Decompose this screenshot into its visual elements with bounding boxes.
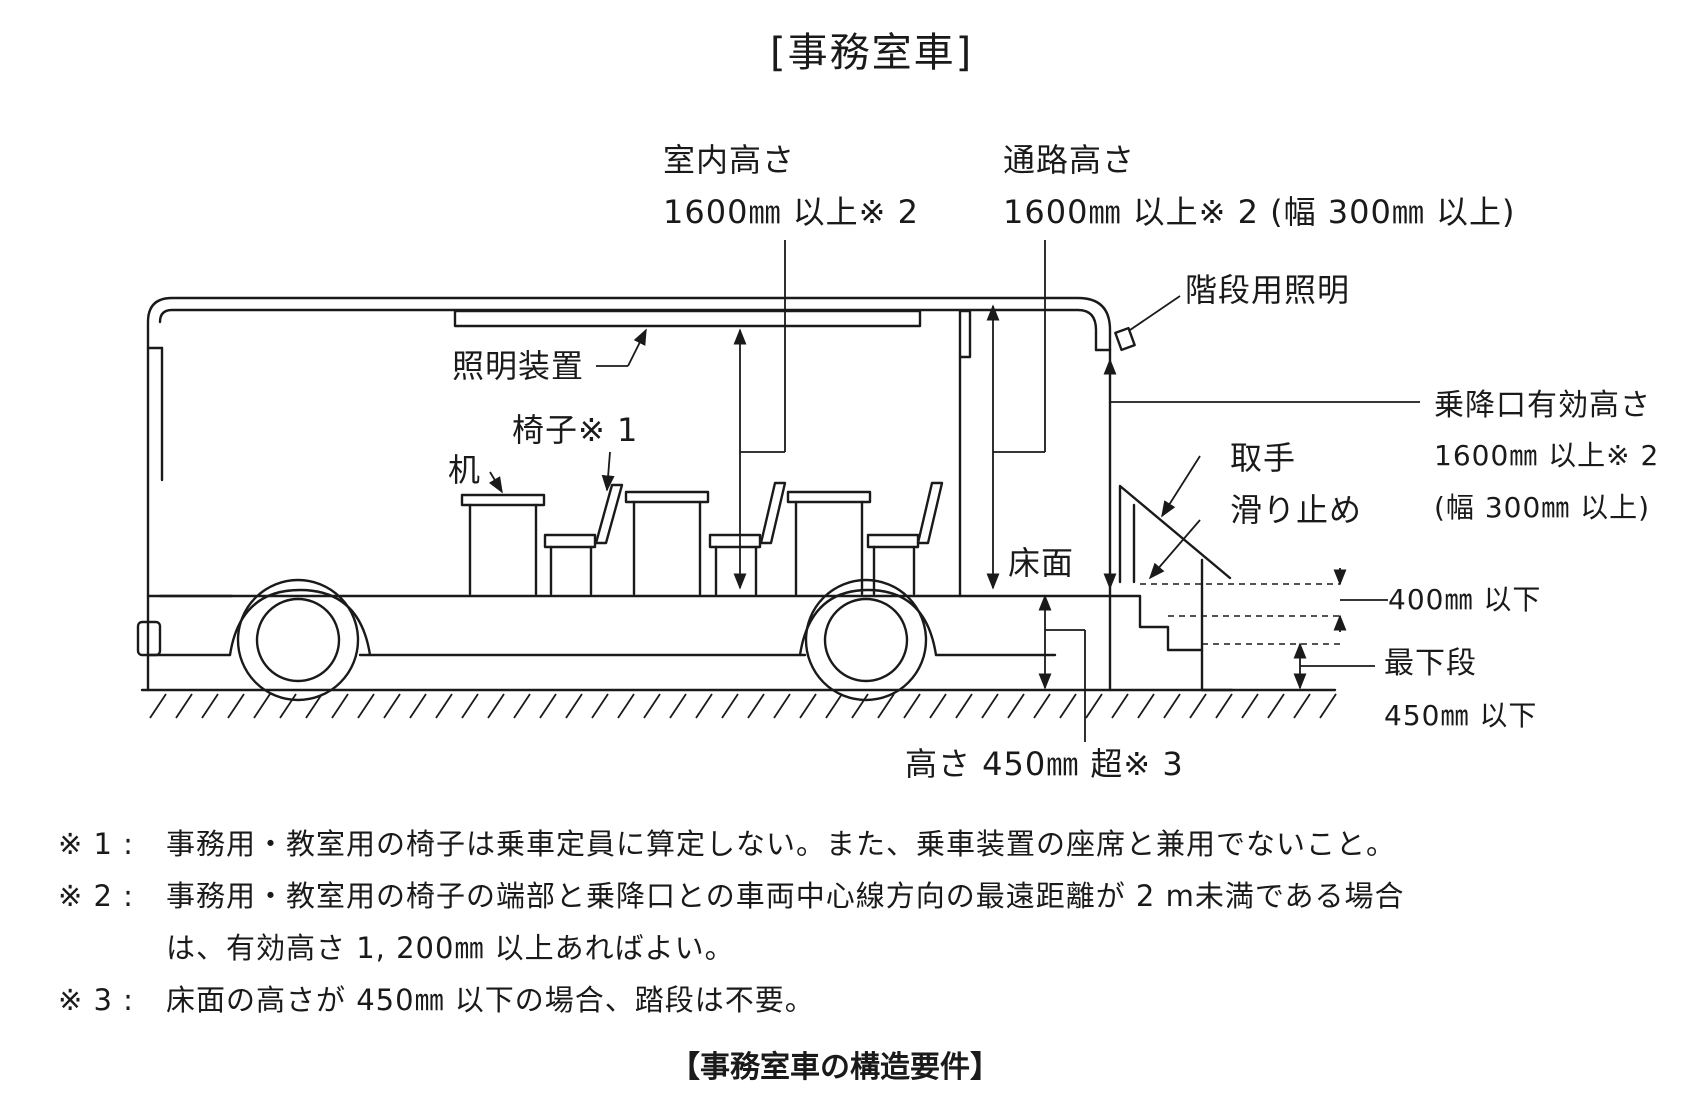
ground-hatch-line	[227, 693, 245, 719]
chair-label: 椅子※ 1	[512, 411, 639, 449]
floor-height-arrow	[1038, 594, 1086, 742]
note-1-mark: ※ 1 :	[58, 827, 134, 861]
ground-hatch-line	[383, 693, 401, 719]
ground-hatch-line	[331, 693, 349, 719]
ground-hatch-line	[1085, 693, 1103, 719]
lighting-device-label: 照明装置	[452, 347, 585, 385]
entrance-width-value: (幅 300㎜ 以上)	[1434, 491, 1651, 524]
ground-hatch-line	[799, 693, 817, 719]
note-3-text: 床面の高さが 450㎜ 以下の場合、踏段は不要。	[166, 983, 815, 1017]
ground-hatch-line	[851, 693, 869, 719]
ground-hatch-line	[773, 693, 791, 719]
ground-hatch-line	[357, 693, 375, 719]
entrance-height-title: 乗降口有効高さ	[1434, 388, 1651, 423]
ground-hatch-line	[955, 693, 973, 719]
interior-height-value: 1600㎜ 以上※ 2	[663, 193, 919, 231]
ground-hatch-line	[1267, 693, 1285, 719]
ground-hatch-line	[461, 693, 479, 719]
ground	[140, 688, 1337, 719]
desk-label: 机	[448, 451, 482, 489]
ground-hatch-line	[1111, 693, 1129, 719]
note-1-text: 事務用・教室用の椅子は乗車定員に算定しない。また、乗車装置の座席と兼用でないこと…	[166, 827, 1397, 861]
front-wheel	[798, 578, 1057, 702]
ground-hatch-line	[305, 693, 323, 719]
note-2-mark: ※ 2 :	[58, 879, 134, 913]
handrail-label: 取手	[1230, 439, 1297, 477]
ground-hatch-line	[1189, 693, 1207, 719]
ground-hatch-line	[721, 693, 739, 719]
lowest-step-arrow	[1293, 642, 1375, 690]
ground-hatch-line	[175, 693, 193, 719]
aisle-height-title: 通路高さ	[1003, 141, 1136, 179]
interior-height-title: 室内高さ	[663, 141, 796, 179]
front-light	[136, 620, 162, 657]
stair-light-icon	[1114, 295, 1181, 352]
handrail	[1118, 484, 1232, 652]
ground-hatch-line	[1163, 693, 1181, 719]
ground-hatch-line	[1293, 693, 1311, 719]
chair-2	[708, 481, 787, 596]
note-2-continued: は、有効高さ 1, 200㎜ 以上あればよい。	[166, 931, 735, 965]
desk-3	[786, 490, 872, 596]
lowest-step-value: 450㎜ 以下	[1384, 699, 1538, 732]
ground-hatch-line	[1007, 693, 1025, 719]
partition-pole	[958, 309, 972, 598]
step-400-arrow	[1333, 568, 1388, 632]
ground-hatch-line	[1215, 693, 1233, 719]
nonslip-label: 滑り止め	[1230, 491, 1363, 529]
ground-hatch-line	[1241, 693, 1259, 719]
floor-label: 床面	[1008, 544, 1075, 582]
entrance-height-value: 1600㎜ 以上※ 2	[1434, 439, 1660, 472]
ground-hatch-line	[695, 693, 713, 719]
ground-hatch-line	[279, 693, 297, 719]
chair-1	[543, 483, 624, 596]
ground-hatch-line	[643, 693, 661, 719]
aisle-height-arrow	[986, 240, 1046, 590]
entrance-height-arrow	[1103, 358, 1420, 590]
ground-hatch-line	[1319, 693, 1337, 719]
ground-hatch-line	[539, 693, 557, 719]
ground-hatch-line	[981, 693, 999, 719]
entrance-steps	[1108, 594, 1234, 692]
note-3-mark: ※ 3 :	[58, 983, 134, 1017]
dashed-guides	[1140, 583, 1340, 645]
desk-1	[460, 493, 546, 596]
ground-hatch-line	[669, 693, 687, 719]
ground-hatch-line	[513, 693, 531, 719]
ground-hatch-line	[617, 693, 635, 719]
stair-light-label: 階段用照明	[1185, 271, 1351, 309]
ground-hatch-line	[877, 693, 895, 719]
diagram-title: [事務室車]	[770, 30, 974, 76]
lowest-step-title: 最下段	[1384, 646, 1477, 681]
ground-hatch-line	[409, 693, 427, 719]
ground-hatch-line	[825, 693, 843, 719]
ground-hatch-line	[591, 693, 609, 719]
ground-hatch-line	[1059, 693, 1077, 719]
rear-wheel	[228, 578, 807, 702]
desk-2	[624, 490, 710, 596]
ground-hatch-line	[747, 693, 765, 719]
step-400-label: 400㎜ 以下	[1388, 583, 1542, 616]
chair-3	[866, 481, 944, 596]
ground-hatch-line	[487, 693, 505, 719]
note-2-text: 事務用・教室用の椅子の端部と乗降口との車両中心線方向の最遠距離が 2 m未満であ…	[166, 879, 1405, 913]
interior-height-arrow	[733, 240, 786, 590]
ground-hatch-line	[565, 693, 583, 719]
ground-hatch-line	[253, 693, 271, 719]
lighting-fixture	[453, 309, 922, 328]
leader-lines	[488, 328, 1201, 580]
ground-hatch-line	[201, 693, 219, 719]
aisle-height-value: 1600㎜ 以上※ 2 (幅 300㎜ 以上)	[1003, 193, 1516, 231]
ground-hatch-line	[929, 693, 947, 719]
ground-hatch-line	[149, 693, 167, 719]
ground-hatch-line	[903, 693, 921, 719]
ground-hatch-line	[435, 693, 453, 719]
figure-caption: 【事務室車の構造要件】	[670, 1050, 1000, 1085]
ground-hatch-line	[1033, 693, 1051, 719]
ground-hatch-line	[1137, 693, 1155, 719]
floor-height-label: 高さ 450㎜ 超※ 3	[905, 745, 1184, 783]
